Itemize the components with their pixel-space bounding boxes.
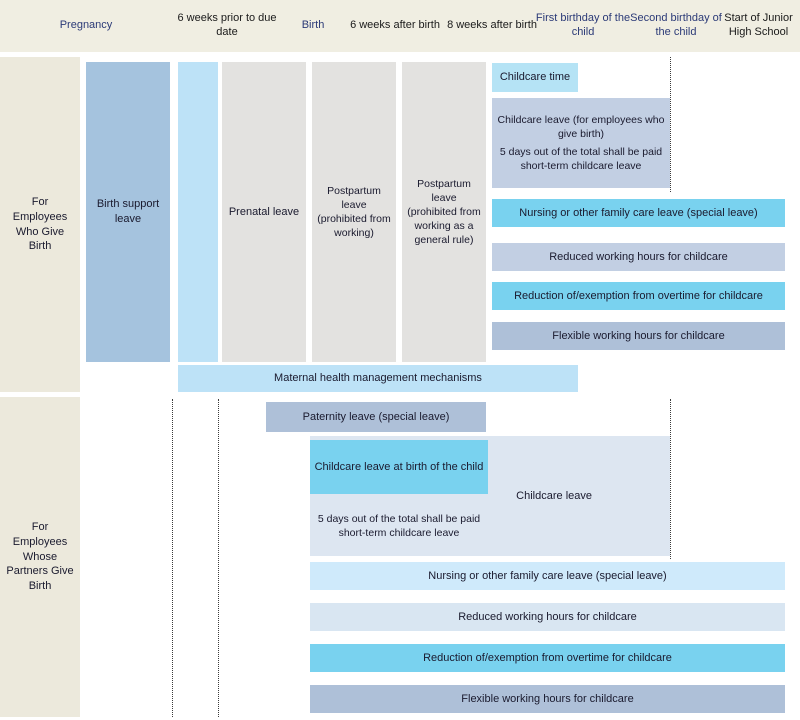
header-milestone-6w-after-birth: 6 weeks after birth [350,19,440,32]
header-milestone-first-birthday: First birthday of the child [535,12,631,38]
dotted-guide-second-birthday-row1 [670,57,671,192]
dotted-guide-second-birthday-row2 [670,399,671,559]
header-milestone-8w-after-birth: 8 weeks after birth [447,19,537,32]
block-nursing-or-family-care-leave-row1: Nursing or other family care leave (spec… [492,199,785,227]
block-paternity-leave: Paternity leave (special leave) [266,402,486,432]
header-milestone-birth: Birth [301,19,325,32]
block-nursing-or-family-care-leave-row2: Nursing or other family care leave (spec… [310,562,785,590]
block-maternal-health-band-vertical [178,62,218,362]
block-flexible-working-hours-row2: Flexible working hours for childcare [310,685,785,713]
childcare-leave-birth-note: 5 days out of the total shall be paid sh… [499,145,663,172]
timeline-header-band [0,0,800,53]
block-flexible-working-hours-row1: Flexible working hours for childcare [492,322,785,350]
childcare-leave-birth-title: Childcare leave (for employees who give … [497,114,665,141]
header-milestone-junior-high: Start of Junior High School [724,12,793,38]
header-milestone-6w-prior-due: 6 weeks prior to due date [177,12,277,38]
block-childcare-leave-for-employees-who-give-birth: Childcare leave (for employees who give … [492,98,670,188]
row-divider [0,394,800,396]
dotted-guide-6w-prior-row2 [172,399,173,717]
dotted-guide-birth-row2 [218,399,219,717]
block-postpartum-leave-prohibited: Postpartum leave (prohibited from workin… [312,62,396,362]
block-childcare-leave-note-row2: 5 days out of the total shall be paid sh… [317,512,481,539]
block-overtime-reduction-row2: Reduction of/exemption from overtime for… [310,644,785,672]
row-label-employees-who-give-birth: For Employees Who Give Birth [0,57,80,392]
block-reduced-working-hours-row2: Reduced working hours for childcare [310,603,785,631]
block-childcare-leave-at-birth-of-the-child: Childcare leave at birth of the child [310,440,488,494]
block-reduced-working-hours-row1: Reduced working hours for childcare [492,243,785,271]
block-birth-support-leave: Birth support leave [86,62,170,362]
header-milestone-second-birthday: Second birthday of the child [630,12,722,38]
block-childcare-time: Childcare time [492,63,578,92]
row-label-employees-whose-partners-give-birth: For Employees Whose Partners Give Birth [0,397,80,717]
block-overtime-reduction-row1: Reduction of/exemption from overtime for… [492,282,785,310]
block-prenatal-leave: Prenatal leave [222,62,306,362]
block-postpartum-leave-general-rule: Postpartum leave (prohibited from workin… [402,62,486,362]
header-milestone-pregnancy: Pregnancy [59,19,113,32]
block-maternal-health-management-mechanisms: Maternal health management mechanisms [178,365,578,392]
